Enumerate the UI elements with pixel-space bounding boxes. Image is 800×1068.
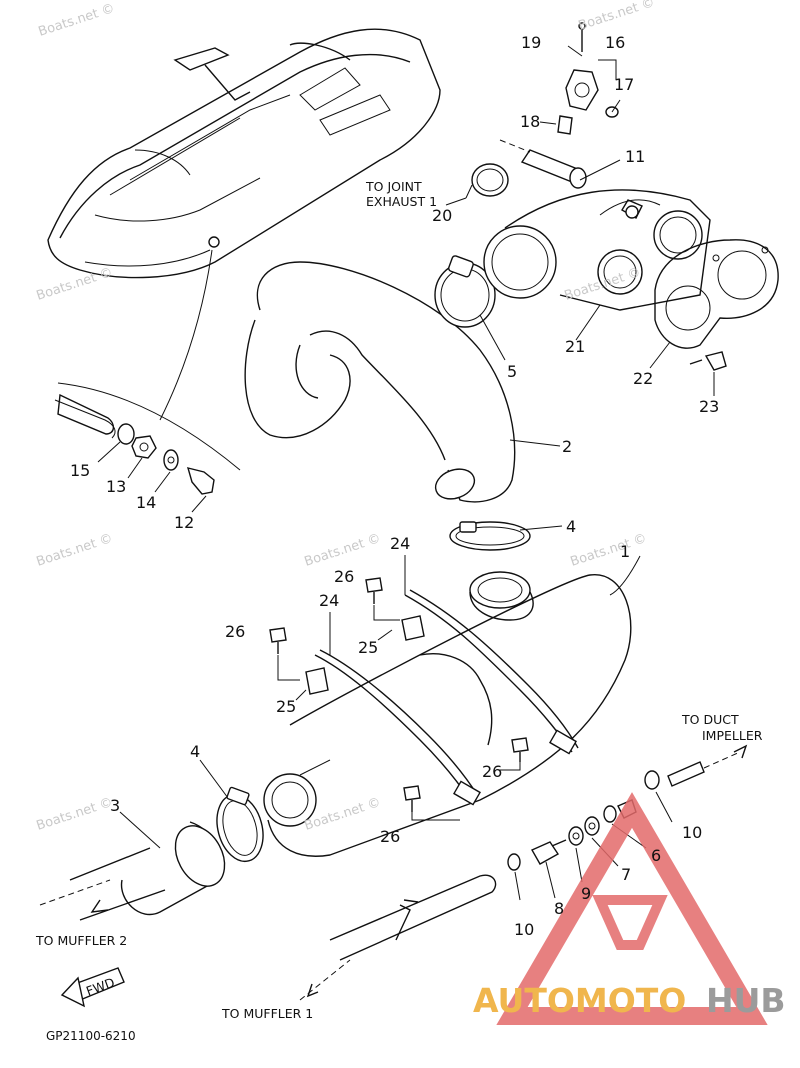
- part-number-4: 4: [566, 517, 576, 536]
- part-number-6: 6: [651, 846, 661, 865]
- band-24-upper: [401, 589, 579, 755]
- drain-hose-detail: [54, 382, 241, 513]
- watermark: Boats.net ©: [303, 531, 383, 570]
- part-number-10: 10: [514, 920, 534, 939]
- part-number-9: 9: [581, 884, 591, 903]
- part-number-23: 23: [699, 397, 719, 416]
- part-number-26: 26: [334, 567, 354, 586]
- brand-part-a: AUTOMOTO: [473, 981, 686, 1020]
- brand-part-b: HUB: [706, 981, 786, 1020]
- part-number-4: 4: [190, 742, 200, 761]
- part-number-21: 21: [565, 337, 585, 356]
- part-number-24: 24: [319, 591, 339, 610]
- watermark: Boats.net ©: [569, 531, 649, 570]
- part-number-12: 12: [174, 513, 194, 532]
- part-number-3: 3: [110, 796, 120, 815]
- band-24-lower: [305, 649, 481, 806]
- part-number-5: 5: [507, 362, 517, 381]
- pipe-to-muffler-1: [299, 874, 497, 1001]
- watermark: Boats.net ©: [35, 531, 115, 570]
- part-number-7: 7: [621, 865, 631, 884]
- to-muffler-1-label: TO MUFFLER 1: [221, 1006, 313, 1021]
- forward-direction-arrow: FWD: [60, 967, 125, 1008]
- gasket-22: [654, 239, 779, 349]
- valve-assembly: [557, 22, 619, 135]
- washer-9: [568, 826, 584, 846]
- fitting-12: [186, 467, 215, 495]
- washer-14: [163, 449, 179, 471]
- clamp-10-lower: [507, 853, 521, 871]
- hose-clamp-20: [465, 163, 509, 199]
- part-number-22: 22: [633, 369, 653, 388]
- to-joint-label-line2: EXHAUST 1: [366, 194, 437, 209]
- part-number-25: 25: [276, 697, 296, 716]
- part-number-18: 18: [520, 112, 540, 131]
- part-number-16: 16: [605, 33, 625, 52]
- to-duct-label-line1: TO DUCT: [681, 712, 739, 727]
- automotohub-logo: AUTOMOTO HUB: [473, 792, 786, 1025]
- muffler-1: [263, 571, 632, 857]
- hose-11: [499, 139, 587, 189]
- bolt-23: [689, 351, 727, 371]
- part-callouts: 19 16 17 18 11 20 21 5 22 23 2 15 13 14 …: [70, 33, 719, 939]
- exhaust-pipe-2: [244, 261, 516, 503]
- part-number-1: 1: [620, 542, 630, 561]
- washer-7: [584, 816, 600, 836]
- to-joint-label-line1: TO JOINT: [365, 179, 422, 194]
- watercraft-illustration: [47, 28, 441, 421]
- part-number-19: 19: [521, 33, 541, 52]
- part-number-15: 15: [70, 461, 90, 480]
- part-number-14: 14: [136, 493, 156, 512]
- hose-clamp-4-top: [449, 521, 531, 551]
- hose-clamp-15: [117, 423, 135, 445]
- diagram-code: GP21100-6210: [46, 1029, 136, 1043]
- leader-lines: [119, 45, 715, 849]
- part-number-26: 26: [380, 827, 400, 846]
- part-number-8: 8: [554, 899, 564, 918]
- to-muffler-2-label: TO MUFFLER 2: [35, 933, 127, 948]
- hose-clamp-4-lower: [216, 786, 264, 863]
- part-number-13: 13: [106, 477, 126, 496]
- part-number-20: 20: [432, 206, 452, 225]
- part-number-2: 2: [562, 437, 572, 456]
- watermark: Boats.net ©: [35, 265, 115, 304]
- washer-6: [603, 805, 617, 823]
- hose-3: [39, 821, 226, 921]
- fitting-8: [531, 841, 560, 865]
- part-number-10: 10: [682, 823, 702, 842]
- part-number-26: 26: [225, 622, 245, 641]
- part-number-24: 24: [390, 534, 410, 553]
- watermark: Boats.net ©: [35, 795, 115, 834]
- part-number-25: 25: [358, 638, 378, 657]
- exhaust-joint: [434, 189, 711, 328]
- watermarks: Boats.net © Boats.net © Boats.net © Boat…: [35, 0, 657, 834]
- part-number-17: 17: [614, 75, 634, 94]
- watermark: Boats.net ©: [577, 0, 657, 34]
- part-number-26: 26: [482, 762, 502, 781]
- to-duct-label-line2: IMPELLER: [702, 728, 763, 743]
- routing-labels: TO JOINT EXHAUST 1 TO DUCT IMPELLER TO M…: [35, 179, 763, 1043]
- nut-13: [131, 435, 157, 459]
- watermark: Boats.net ©: [37, 1, 117, 40]
- part-number-11: 11: [625, 147, 645, 166]
- bolts-26: [269, 577, 529, 812]
- clamp-10-upper: [644, 770, 660, 790]
